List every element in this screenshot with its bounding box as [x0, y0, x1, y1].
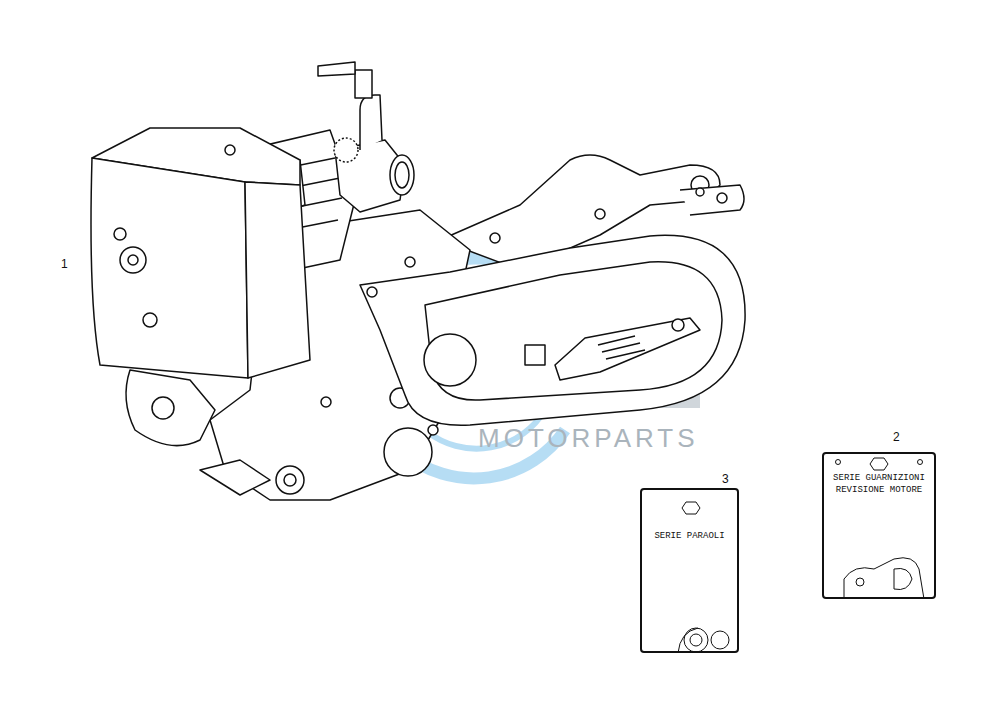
card-title: SERIE GUARNIZIONI REVISIONE MOTORE [824, 472, 934, 496]
card-sketch [642, 490, 737, 651]
kit-card: SERIE PARAOLI [640, 488, 739, 653]
card-title: SERIE PARAOLI [642, 530, 737, 542]
watermark-text: MOTORPARTS [478, 423, 699, 453]
kit-card: SERIE GUARNIZIONI REVISIONE MOTORE [822, 452, 936, 599]
callout-number: 2 [893, 430, 900, 444]
callout-number: 3 [722, 472, 729, 486]
callout-number: 1 [61, 257, 68, 271]
